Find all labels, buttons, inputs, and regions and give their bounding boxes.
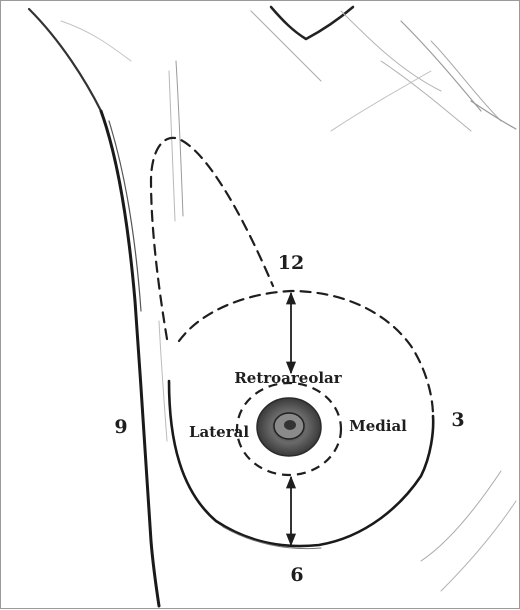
- axillary-tail-dashed-outline: [151, 138, 273, 339]
- region-label-retroareolar: Retroareolar: [234, 369, 342, 387]
- clock-label-6: 6: [290, 564, 303, 586]
- clock-label-9: 9: [114, 416, 127, 438]
- clock-label-12: 12: [278, 252, 304, 274]
- clock-label-3: 3: [451, 409, 464, 431]
- region-label-medial: Medial: [349, 417, 407, 435]
- nipple-areola-complex: [257, 398, 321, 456]
- region-label-lateral: Lateral: [189, 423, 249, 441]
- chest-wall-contour: [101, 61, 183, 606]
- breast-boundary-dashed-outline: [179, 291, 433, 416]
